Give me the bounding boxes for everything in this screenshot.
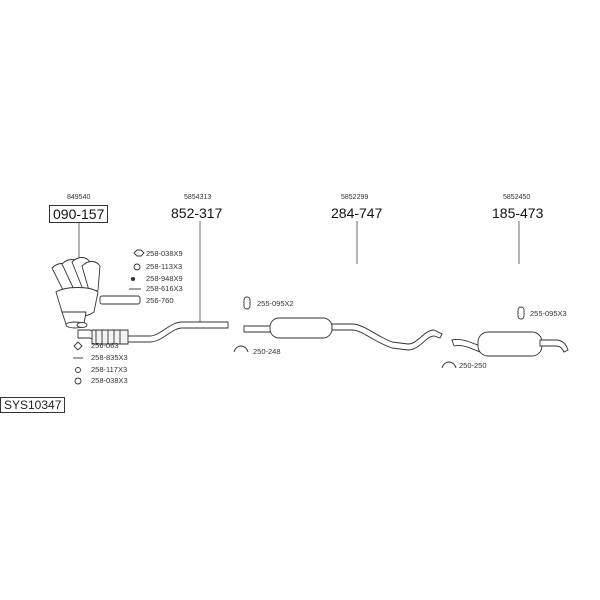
gasket-icon — [99, 295, 141, 305]
part-rear[interactable]: 185-473 — [492, 205, 544, 221]
small-washer-icon — [75, 367, 81, 373]
fitting-label-4[interactable]: 258-616X3 — [146, 284, 183, 293]
leader-lines — [78, 221, 520, 326]
part-front-pipe[interactable]: 852-317 — [171, 205, 223, 221]
front-pipe-drawing — [76, 321, 229, 345]
fitting-label-1[interactable]: 258-038X9 — [146, 249, 183, 258]
part-manifold[interactable]: 090-157 — [49, 205, 109, 223]
fitting-label-12[interactable]: 255-095X3 — [530, 309, 567, 318]
clamp2-icon — [441, 361, 457, 369]
clamp-icon — [233, 345, 249, 353]
hanger-icon — [243, 296, 251, 310]
fitting-label-8[interactable]: 258-117X3 — [91, 365, 128, 374]
oem-middle: 5852299 — [341, 194, 369, 201]
fitting-label-13[interactable]: 250-250 — [459, 361, 487, 370]
fitting-label-9[interactable]: 258-038X3 — [91, 376, 128, 385]
oem-rear: 5852450 — [503, 194, 531, 201]
fitting-label-11[interactable]: 250-248 — [253, 347, 281, 356]
nut-icon — [133, 249, 145, 257]
oem-front-pipe: 5854313 — [184, 194, 212, 201]
rear-silencer-drawing — [451, 331, 569, 357]
fitting-label-5[interactable]: 256-760 — [146, 296, 174, 305]
oem-manifold: 849540 — [67, 194, 91, 201]
middle-silencer-drawing — [243, 317, 443, 351]
fitting-icons — [73, 249, 525, 385]
fitting-label-6[interactable]: 256-063 — [91, 341, 119, 350]
bolt-icon — [130, 276, 136, 282]
washer-icon — [133, 263, 141, 271]
fitting-label-7[interactable]: 258-835X3 — [91, 353, 128, 362]
fitting-label-3[interactable]: 258-948X9 — [146, 274, 183, 283]
manifold-drawing — [51, 257, 101, 329]
fitting-label-2[interactable]: 258-113X3 — [146, 262, 183, 271]
gasket-ring-icon — [73, 341, 83, 351]
nut-ring-icon — [74, 377, 82, 385]
fitting-label-10[interactable]: 255-095X2 — [257, 299, 294, 308]
part-middle[interactable]: 284-747 — [331, 205, 383, 221]
hanger2-icon — [517, 306, 525, 320]
system-code: SYS10347 — [0, 397, 66, 413]
